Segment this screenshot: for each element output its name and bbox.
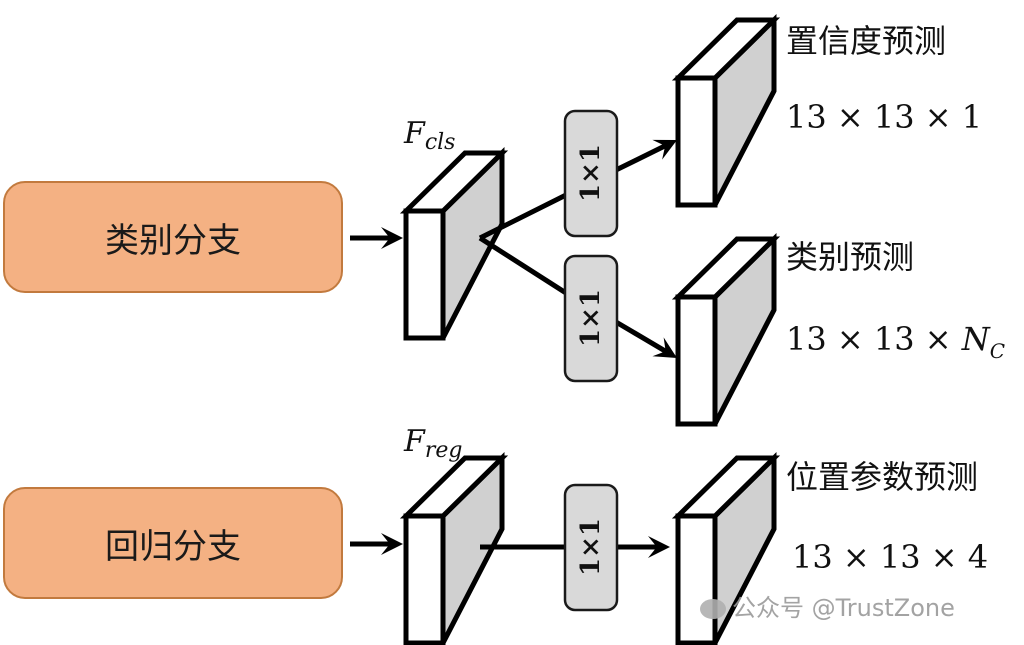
feature-reg-label: Freg [404, 424, 463, 463]
class-output-cube-front-face [675, 294, 718, 427]
bbox-output-cube-front-face [675, 513, 718, 645]
class-prediction-dims: 13 × 13 × NC [786, 320, 1006, 363]
confidence-prediction-title: 置信度预测 [786, 22, 947, 60]
conv2-to-class-arrow-head [652, 337, 677, 358]
conv-1x1-class-label: 1×1 [576, 289, 606, 347]
confidence-prediction-dims: 13 × 13 × 1 [786, 98, 983, 136]
reg-input-arrow-head [381, 533, 403, 555]
cls-to-conv1-line [478, 192, 568, 241]
classification-branch-box: 类别分支 [3, 181, 343, 293]
bbox-prediction-title: 位置参数预测 [786, 458, 979, 496]
watermark: 公众号 @TrustZone [700, 588, 955, 623]
feature-cls-label: Fcls [404, 116, 456, 155]
classification-branch-label: 类别分支 [105, 220, 241, 261]
regression-branch-label: 回归分支 [105, 526, 241, 567]
regression-branch-box: 回归分支 [3, 487, 343, 599]
conv-1x1-confidence [563, 109, 619, 238]
wechat-icon [700, 599, 726, 619]
feature-cls-cube-front-face [403, 208, 446, 341]
class-prediction-title: 类别预测 [786, 238, 915, 276]
conv-1x1-class [563, 254, 619, 383]
conv-1x1-confidence-label: 1×1 [576, 144, 606, 202]
cls-to-conv2-line [478, 235, 568, 296]
conv3-to-bbox-arrow-head [648, 536, 670, 558]
cls-input-arrow-head [381, 227, 403, 249]
conv-1x1-bbox [563, 483, 619, 612]
conv2-to-class-arrow-line [614, 319, 670, 356]
bbox-prediction-dims: 13 × 13 × 4 [792, 538, 989, 576]
feature-reg-cube-front-face [403, 513, 446, 645]
conv1-to-confidence-arrow-head [652, 139, 677, 160]
confidence-output-cube-front-face [675, 75, 718, 208]
conv-1x1-bbox-label: 1×1 [576, 518, 606, 576]
conv1-to-confidence-arrow-line [614, 142, 670, 173]
